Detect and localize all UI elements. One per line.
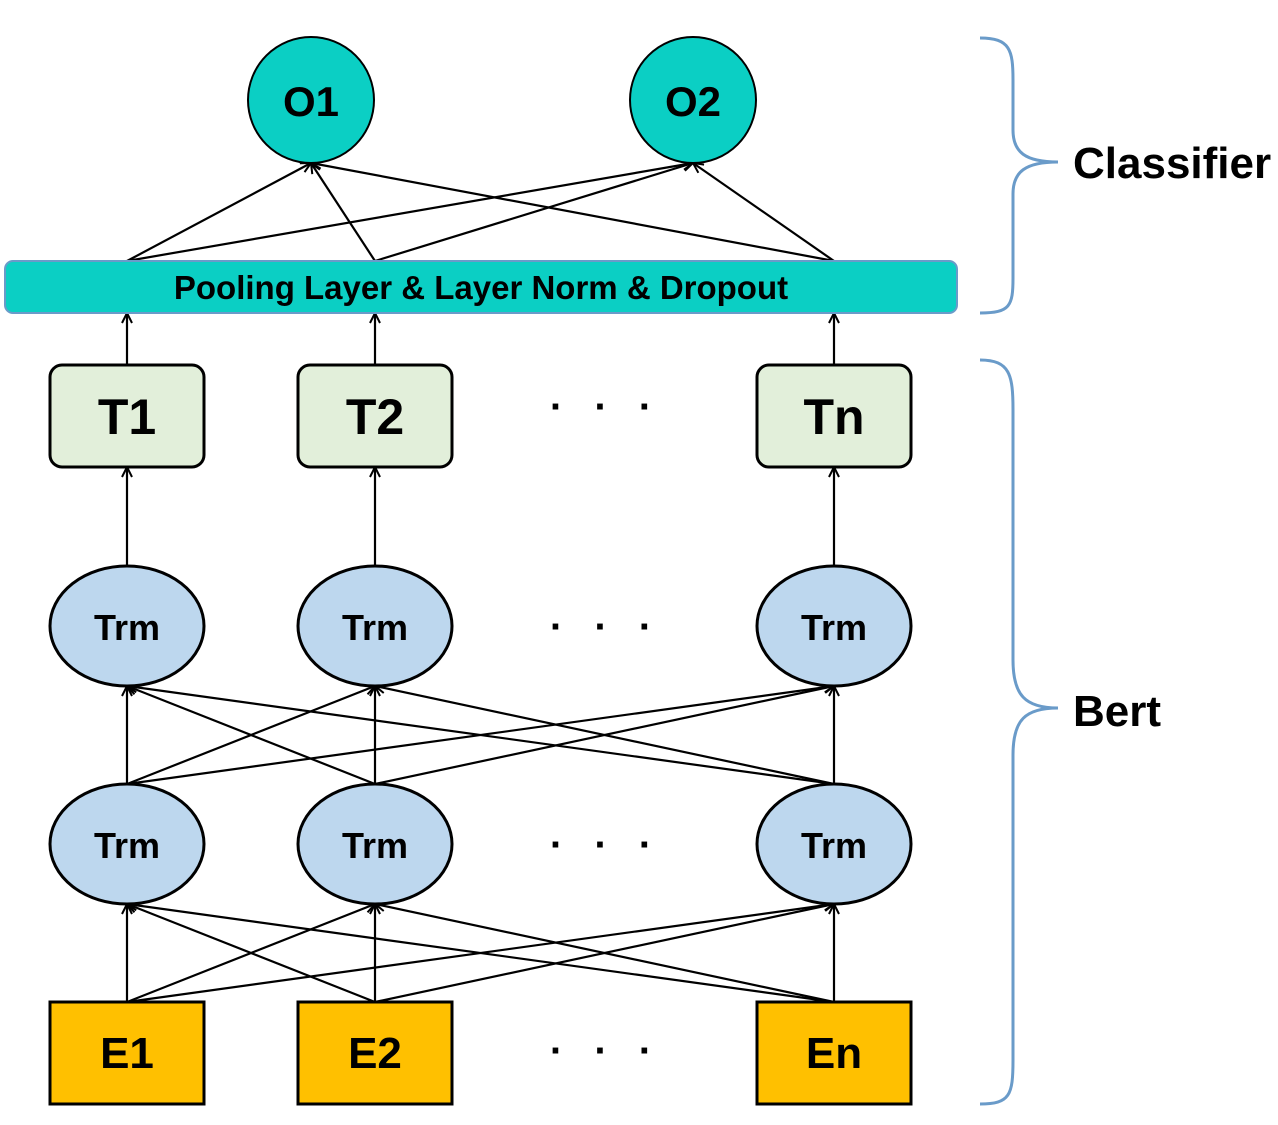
trm-lower-label-n: Trm xyxy=(801,825,867,866)
token-box-t2: T2 xyxy=(296,363,454,469)
output-label-o1: O1 xyxy=(283,78,339,125)
embedding-box-e1: E1 xyxy=(48,1000,206,1106)
connection-edges xyxy=(126,163,835,1004)
edge-pooling-1-to-output-1 xyxy=(374,163,693,263)
token-box-t1: T1 xyxy=(48,363,206,469)
pooling-layer: Pooling Layer & Layer Norm & Dropout xyxy=(4,260,958,314)
edge-pooling-0-to-output-0 xyxy=(126,163,311,262)
embedding-label-e1: E1 xyxy=(100,1029,154,1078)
token-label-t1: T1 xyxy=(98,389,156,445)
trm-upper-1: Trm xyxy=(48,564,206,688)
ellipsis-trm-lower: · · · xyxy=(550,823,662,867)
bert-brace xyxy=(979,358,1059,1106)
ellipsis-embeddings: · · · xyxy=(550,1029,662,1073)
embedding-label-e2: E2 xyxy=(348,1029,402,1078)
edge-pooling-1-to-output-0 xyxy=(311,163,376,262)
ellipsis-tokens: · · · xyxy=(550,385,662,429)
ellipsis-trm-upper: · · · xyxy=(550,605,662,649)
output-label-o2: O2 xyxy=(665,78,721,125)
trm-upper-label-2: Trm xyxy=(342,607,408,648)
token-label-tn: Tn xyxy=(803,389,864,445)
trm-lower-label-2: Trm xyxy=(342,825,408,866)
edge-embedding-2-to-trm-lower-1 xyxy=(375,904,835,1004)
embedding-box-en: En xyxy=(755,1000,913,1106)
trm-upper-n: Trm xyxy=(755,564,913,688)
output-node-o2: O2 xyxy=(629,36,757,164)
trm-upper-2: Trm xyxy=(296,564,454,688)
trm-lower-label-1: Trm xyxy=(94,825,160,866)
edge-trm-lower-2-to-trm-upper-1 xyxy=(375,686,835,786)
classifier-label: Classifier xyxy=(1073,139,1271,188)
trm-lower-2: Trm xyxy=(296,782,454,906)
trm-upper-label-1: Trm xyxy=(94,607,160,648)
edge-pooling-0-to-output-1 xyxy=(126,163,693,263)
edge-pooling-2-to-output-0 xyxy=(311,163,835,263)
token-box-tn: Tn xyxy=(755,363,913,469)
output-node-o1: O1 xyxy=(247,36,375,164)
classifier-brace xyxy=(979,36,1059,315)
edge-embedding-2-to-trm-lower-0 xyxy=(127,904,835,1004)
edge-trm-lower-2-to-trm-upper-0 xyxy=(127,686,835,786)
trm-lower-1: Trm xyxy=(48,782,206,906)
edge-pooling-2-to-output-1 xyxy=(693,163,835,262)
pooling-label: Pooling Layer & Layer Norm & Dropout xyxy=(174,269,788,306)
edge-embedding-1-to-trm-lower-0 xyxy=(127,904,376,1004)
embedding-label-en: En xyxy=(806,1029,862,1078)
trm-lower-n: Trm xyxy=(755,782,913,906)
edge-trm-lower-1-to-trm-upper-0 xyxy=(127,686,376,786)
embedding-box-e2: E2 xyxy=(296,1000,454,1106)
trm-upper-label-n: Trm xyxy=(801,607,867,648)
bert-label: Bert xyxy=(1073,687,1161,736)
token-label-t2: T2 xyxy=(346,389,404,445)
